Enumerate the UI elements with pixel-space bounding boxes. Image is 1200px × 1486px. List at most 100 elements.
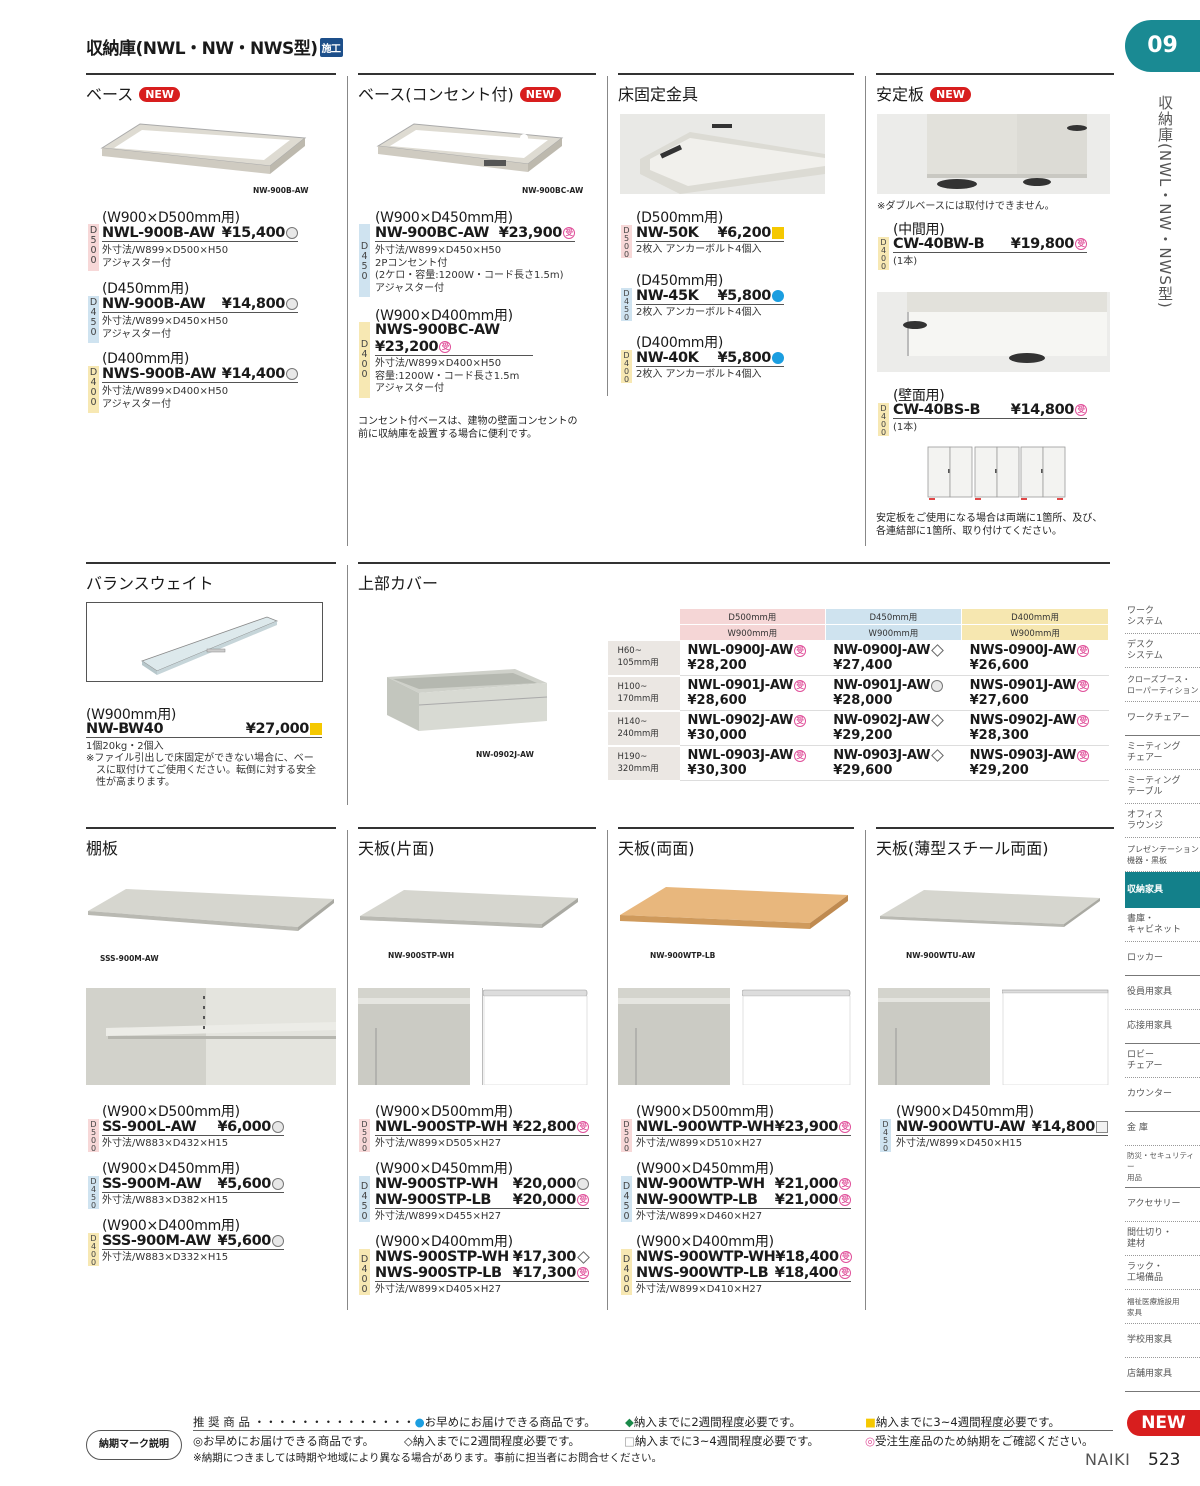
usage-label: (W900×D400mm用) [375,308,513,324]
side-nav-item[interactable]: ラック・ 工場備品 [1125,1256,1200,1290]
side-nav-item[interactable]: ミーティング チェアー [1125,736,1200,770]
side-nav-item[interactable]: ロビー チェアー [1125,1044,1200,1078]
side-nav-item[interactable]: プレゼンテーション 機器・黒板 [1125,838,1200,872]
top-cover-image [385,665,550,735]
product-row[interactable]: SS-900L-AW¥6,000 [102,1119,284,1136]
product-row[interactable]: NWS-900STP-WH¥17,300 [375,1249,590,1265]
vertical-section-title: 収納庫(NWL・NW・NWS型) [1156,95,1174,309]
table-cell[interactable]: NW-0902J-AW¥29,200 [825,710,962,746]
divider [347,565,348,805]
side-nav-item[interactable]: クローズブース・ ローパーティション [1125,668,1200,702]
product-row[interactable]: NW-900WTU-AW¥14,800 [896,1119,1108,1136]
usage-label: (W900×D450mm用) [896,1104,1034,1120]
column-header: D400mm用 [961,608,1109,625]
divider [876,827,1114,829]
side-nav-item[interactable]: 金 庫 [1125,1112,1200,1146]
divider [865,830,866,1310]
side-nav-item[interactable]: ロッカー [1125,942,1200,976]
side-nav-item[interactable]: ワークチェアー [1125,702,1200,736]
product-row[interactable]: SS-900M-AW¥5,600 [102,1176,284,1193]
legend-order: ◎受注生産品のため納期をご確認ください。 [865,1434,1094,1448]
side-nav-item[interactable]: ワーク システム [1125,600,1200,634]
diamond-icon [931,644,945,657]
stabilizer-wall-image [877,292,1110,372]
side-nav-item[interactable]: 店舗用家具 [1125,1358,1200,1392]
new-label-tab: NEW [1127,1410,1200,1436]
page-number: 523 [1148,1450,1181,1470]
product-row[interactable]: NW-BW40¥27,000 [86,721,322,738]
stock-circle-icon [286,368,298,380]
made-to-order-icon: 受 [839,1121,851,1133]
table-cell[interactable]: NW-0901J-AW¥28,000 [825,675,962,711]
side-nav-item[interactable]: 学校用家具 [1125,1324,1200,1358]
product-code[interactable]: NWS-900BC-AW [375,322,500,338]
made-to-order-icon: 受 [794,714,807,727]
product-row[interactable]: NWS-900B-AW¥14,400 [102,366,298,383]
product-row[interactable]: NW-45K¥5,800 [636,288,784,305]
usage-label: (D500mm用) [636,210,724,226]
side-nav-item[interactable]: カウンター [1125,1078,1200,1112]
side-nav-item[interactable]: 福祉医療施設用 家具 [1125,1290,1200,1324]
product-row[interactable]: SSS-900M-AW¥5,600 [102,1233,284,1250]
side-nav-item[interactable]: アクセサリー [1125,1188,1200,1222]
side-nav-item[interactable]: ミーティング テーブル [1125,770,1200,804]
product-row[interactable]: NWL-900B-AW¥15,400 [102,225,298,242]
product-row[interactable]: NW-40K¥5,800 [636,350,784,367]
side-nav-item[interactable]: 書庫・ キャビネット [1125,908,1200,942]
chapter-tab[interactable]: 09 [1125,20,1200,72]
stabilizer-layout-diagram [927,446,1070,502]
side-nav-item[interactable]: デスク システム [1125,634,1200,668]
divider [86,562,336,564]
product-row[interactable]: NW-900STP-WH¥20,000 [375,1176,589,1192]
side-nav-item[interactable]: 応接用家具 [1125,1010,1200,1044]
blue-dot-icon [772,290,784,302]
yellow-square-icon [310,723,322,735]
side-nav-item[interactable]: 防災・セキュリティー 用品 [1125,1146,1200,1188]
product-row[interactable]: NW-50K¥6,200 [636,225,784,242]
side-nav-item[interactable]: 間仕切り・ 建材 [1125,1222,1200,1256]
legend-footnote: ※納期につきましては時期や地域により異なる場合があります。事前に担当者にお問合せ… [193,1452,663,1464]
side-nav-item[interactable]: オフィス ラウンジ [1125,804,1200,838]
delivery-mark-legend-button[interactable]: 納期マーク説明 [86,1430,182,1460]
made-to-order-icon: 受 [439,341,452,353]
made-to-order-icon: 受 [1075,238,1087,250]
brand-name: NAIKI [1085,1450,1131,1469]
top-thin-image [878,888,1102,933]
product-row[interactable]: NW-900B-AW¥14,800 [102,296,298,313]
stock-circle-icon [286,227,298,239]
table-cell[interactable]: NW-0903J-AW¥29,600 [825,745,962,781]
page-title: 収納庫(NWL・NW・NWS型)施工 [86,38,343,59]
divider [347,830,348,1310]
side-nav-item-active[interactable]: 収納家具 [1125,872,1200,908]
divider [607,76,608,396]
spec-text: 1個20kg・2個入※ファイル引出しで床固定ができない場合に、ベースに取付けてご… [86,741,316,788]
usage-label: (W900×D400mm用) [636,1234,774,1250]
table-cell[interactable]: NW-0900J-AW¥27,400 [825,640,962,676]
side-nav-item[interactable]: 役員用家具 [1125,976,1200,1010]
